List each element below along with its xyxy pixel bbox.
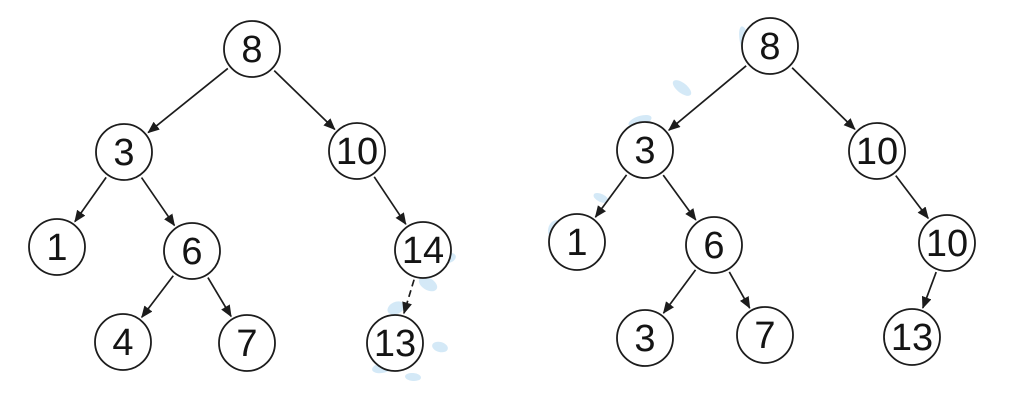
edge-L10-L14 [373, 176, 407, 226]
tree-node-R13: 13 [883, 308, 941, 366]
tree-node-circle-L1 [28, 218, 86, 276]
tree-node-label-R10b: 10 [926, 223, 968, 265]
edge-R8-R3 [668, 65, 747, 131]
tree-node-label-L3: 3 [113, 132, 134, 174]
tree-node-circle-R7 [736, 306, 794, 364]
tree-node-label-R3b: 3 [634, 318, 655, 360]
tree-node-L3: 3 [95, 123, 153, 181]
tree-node-circle-L3 [95, 123, 153, 181]
tree-left: 8 3 10 1 6 4 7 14 13 [28, 20, 452, 372]
edge-L6-L7 [207, 277, 232, 318]
tree-node-L1: 1 [28, 218, 86, 276]
tree-node-label-L13: 13 [374, 323, 416, 365]
edge-R10a-R10b [895, 175, 929, 220]
edge-L6-L4 [141, 275, 174, 319]
tree-node-label-L8: 8 [241, 29, 262, 71]
edge-R8-R10a [791, 67, 856, 130]
tree-node-circle-L6 [163, 222, 221, 280]
edge-L14-L13 [402, 279, 415, 315]
highlight-smudge [387, 301, 405, 315]
edge-R10b-R13 [921, 271, 937, 309]
tree-node-label-R6: 6 [703, 225, 724, 267]
tree-node-circle-R10b [918, 214, 976, 272]
tree-node-circle-R8 [741, 17, 799, 75]
edge-L3-L6 [140, 177, 176, 227]
tree-node-label-R10a: 10 [856, 131, 898, 173]
tree-node-label-R7: 7 [754, 315, 775, 357]
tree-node-L10: 10 [328, 122, 386, 180]
tree-node-circle-L7 [218, 314, 276, 372]
tree-right: 8 3 10 1 6 3 7 10 13 [548, 17, 976, 367]
highlight-smudge [405, 372, 421, 382]
tree-node-circle-R6 [685, 216, 743, 274]
tree-node-label-L14: 14 [402, 230, 444, 272]
tree-node-R7: 7 [736, 306, 794, 364]
tree-node-R3: 3 [616, 121, 674, 179]
edge-L8-L10 [273, 69, 336, 131]
edge-R3-R1 [594, 174, 628, 218]
tree-node-circle-R10a [848, 122, 906, 180]
tree-node-circle-R13 [883, 308, 941, 366]
tree-left-edges [74, 67, 415, 319]
tree-node-label-R1: 1 [566, 222, 587, 264]
tree-node-label-L1: 1 [46, 227, 67, 269]
edge-L8-L3 [147, 67, 229, 134]
edge-R3-R6 [662, 174, 697, 221]
tree-node-circle-R1 [548, 213, 606, 271]
tree-right-edges [594, 65, 937, 314]
tree-node-label-R3: 3 [634, 130, 655, 172]
tree-node-label-L7: 7 [236, 323, 257, 365]
highlight-smudge [672, 80, 692, 96]
edge-R6-R7 [728, 271, 751, 309]
highlight-smudge [418, 276, 438, 292]
tree-node-circle-L10 [328, 122, 386, 180]
tree-node-R3b: 3 [616, 309, 674, 367]
edge-L3-L1 [74, 176, 107, 223]
highlight-smudges [372, 26, 751, 382]
tree-node-label-R8: 8 [759, 26, 780, 68]
tree-node-circle-L8 [223, 20, 281, 78]
tree-node-L14: 14 [394, 221, 452, 279]
tree-node-R8: 8 [741, 17, 799, 75]
tree-node-circle-L14 [394, 221, 452, 279]
tree-node-label-R13: 13 [891, 317, 933, 359]
tree-node-label-L10: 10 [336, 131, 378, 173]
tree-node-R10a: 10 [848, 122, 906, 180]
tree-node-R6: 6 [685, 216, 743, 274]
tree-node-label-L6: 6 [181, 231, 202, 273]
tree-node-L4: 4 [94, 313, 152, 371]
tree-right-nodes: 8 3 10 1 6 3 7 10 13 [548, 17, 976, 367]
highlight-smudge [432, 341, 448, 353]
tree-node-circle-L13 [366, 314, 424, 372]
tree-node-circle-R3 [616, 121, 674, 179]
tree-node-label-L4: 4 [112, 322, 133, 364]
edge-R6-R3b [662, 269, 697, 314]
tree-node-L7: 7 [218, 314, 276, 372]
tree-node-L13: 13 [366, 314, 424, 372]
tree-node-R1: 1 [548, 213, 606, 271]
tree-node-R10b: 10 [918, 214, 976, 272]
tree-left-nodes: 8 3 10 1 6 4 7 14 13 [28, 20, 452, 372]
highlight-smudge [593, 193, 609, 203]
tree-node-L6: 6 [163, 222, 221, 280]
tree-node-circle-R3b [616, 309, 674, 367]
tree-node-L8: 8 [223, 20, 281, 78]
tree-node-circle-L4 [94, 313, 152, 371]
